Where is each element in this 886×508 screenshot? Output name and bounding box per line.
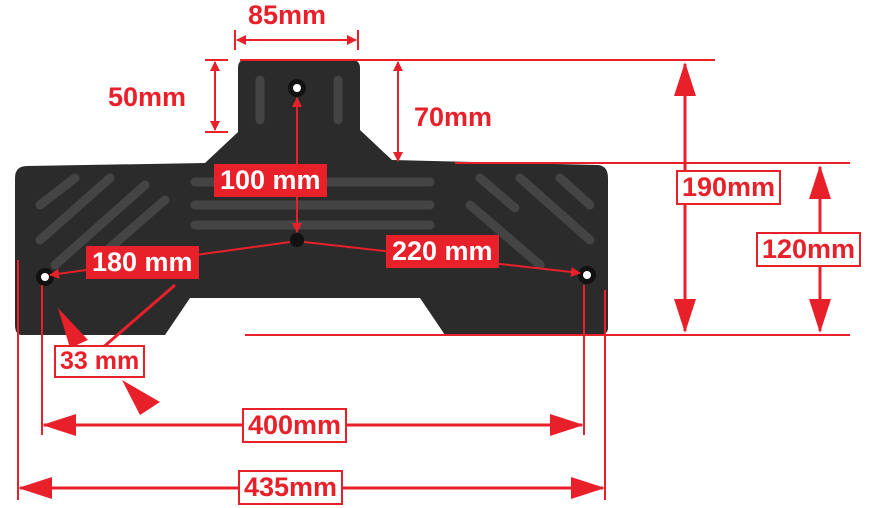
total-height-label: 190mm	[676, 170, 782, 205]
hole-offset-label: 33 mm	[54, 345, 146, 378]
hole-spacing-label: 400mm	[242, 408, 348, 443]
offset-arrow-lower	[122, 380, 160, 415]
right-diagonal-label: 220 mm	[386, 235, 499, 268]
left-diagonal-label: 180 mm	[86, 246, 199, 279]
body-height-label: 120mm	[756, 232, 862, 267]
center-vertical-label: 100 mm	[214, 164, 327, 197]
tab-width-label: 85mm	[248, 0, 327, 30]
total-width-label: 435mm	[238, 470, 344, 505]
step-plate-product	[15, 60, 608, 335]
offset-arrow-upper	[58, 308, 88, 348]
tab-height-label: 50mm	[108, 82, 187, 112]
tab-offset-label: 70mm	[414, 102, 493, 132]
